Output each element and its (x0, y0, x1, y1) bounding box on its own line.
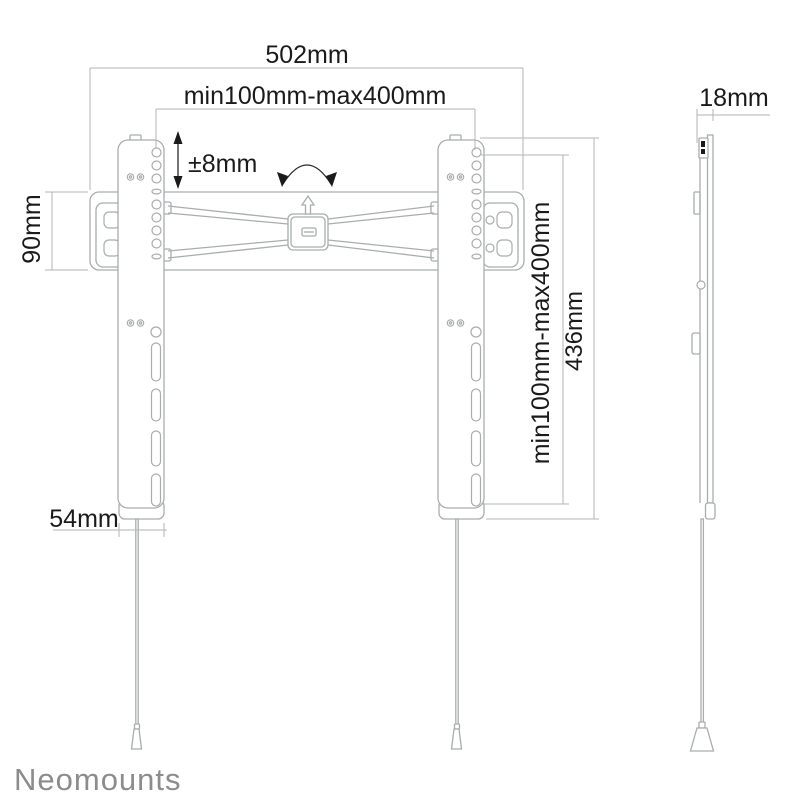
wall-plate-right-cap (482, 202, 519, 268)
up-arrow-icon (300, 194, 316, 215)
side-view (689, 134, 716, 752)
dim-label-total-width: 502mm (265, 41, 348, 69)
dim-label-height-adjustment: ±8mm (188, 150, 257, 178)
dim-label-mount-depth: 18mm (699, 84, 768, 112)
dim-label-plate-height: 90mm (18, 194, 46, 263)
dim-height-adjustment: ±8mm (173, 131, 257, 189)
dim-vesa-height: min100mm-max400mm (481, 154, 569, 505)
side-wall-plate-profile (706, 134, 714, 504)
center-connector-box (287, 213, 329, 251)
dim-label-bracket-height: 436mm (561, 291, 588, 371)
dim-bracket-height: 436mm (480, 137, 599, 520)
neomounts-logo: Neomounts (14, 762, 182, 797)
pull-cord-side (689, 518, 715, 752)
dim-mount-depth: 18mm (696, 84, 770, 143)
center-rail-arms (162, 201, 440, 262)
side-bracket-profile (691, 137, 709, 503)
dim-vesa-width: min100mm-max400mm (155, 82, 476, 150)
dim-label-vesa-height: min100mm-max400mm (527, 202, 555, 465)
dim-total-width: 502mm (89, 41, 524, 190)
dim-bracket-width: 54mm (49, 505, 167, 537)
left-tv-bracket (117, 134, 165, 520)
side-plate-bottom-cap (704, 502, 716, 520)
front-view (89, 134, 525, 750)
pull-cord-left (130, 518, 143, 750)
dim-label-bracket-width: 54mm (49, 505, 118, 533)
right-tv-bracket (437, 134, 485, 520)
pull-cord-right (450, 518, 463, 750)
dim-plate-height: 90mm (18, 191, 88, 271)
dim-label-vesa-width: min100mm-max400mm (184, 82, 447, 110)
tilt-arc-icon (277, 164, 337, 187)
